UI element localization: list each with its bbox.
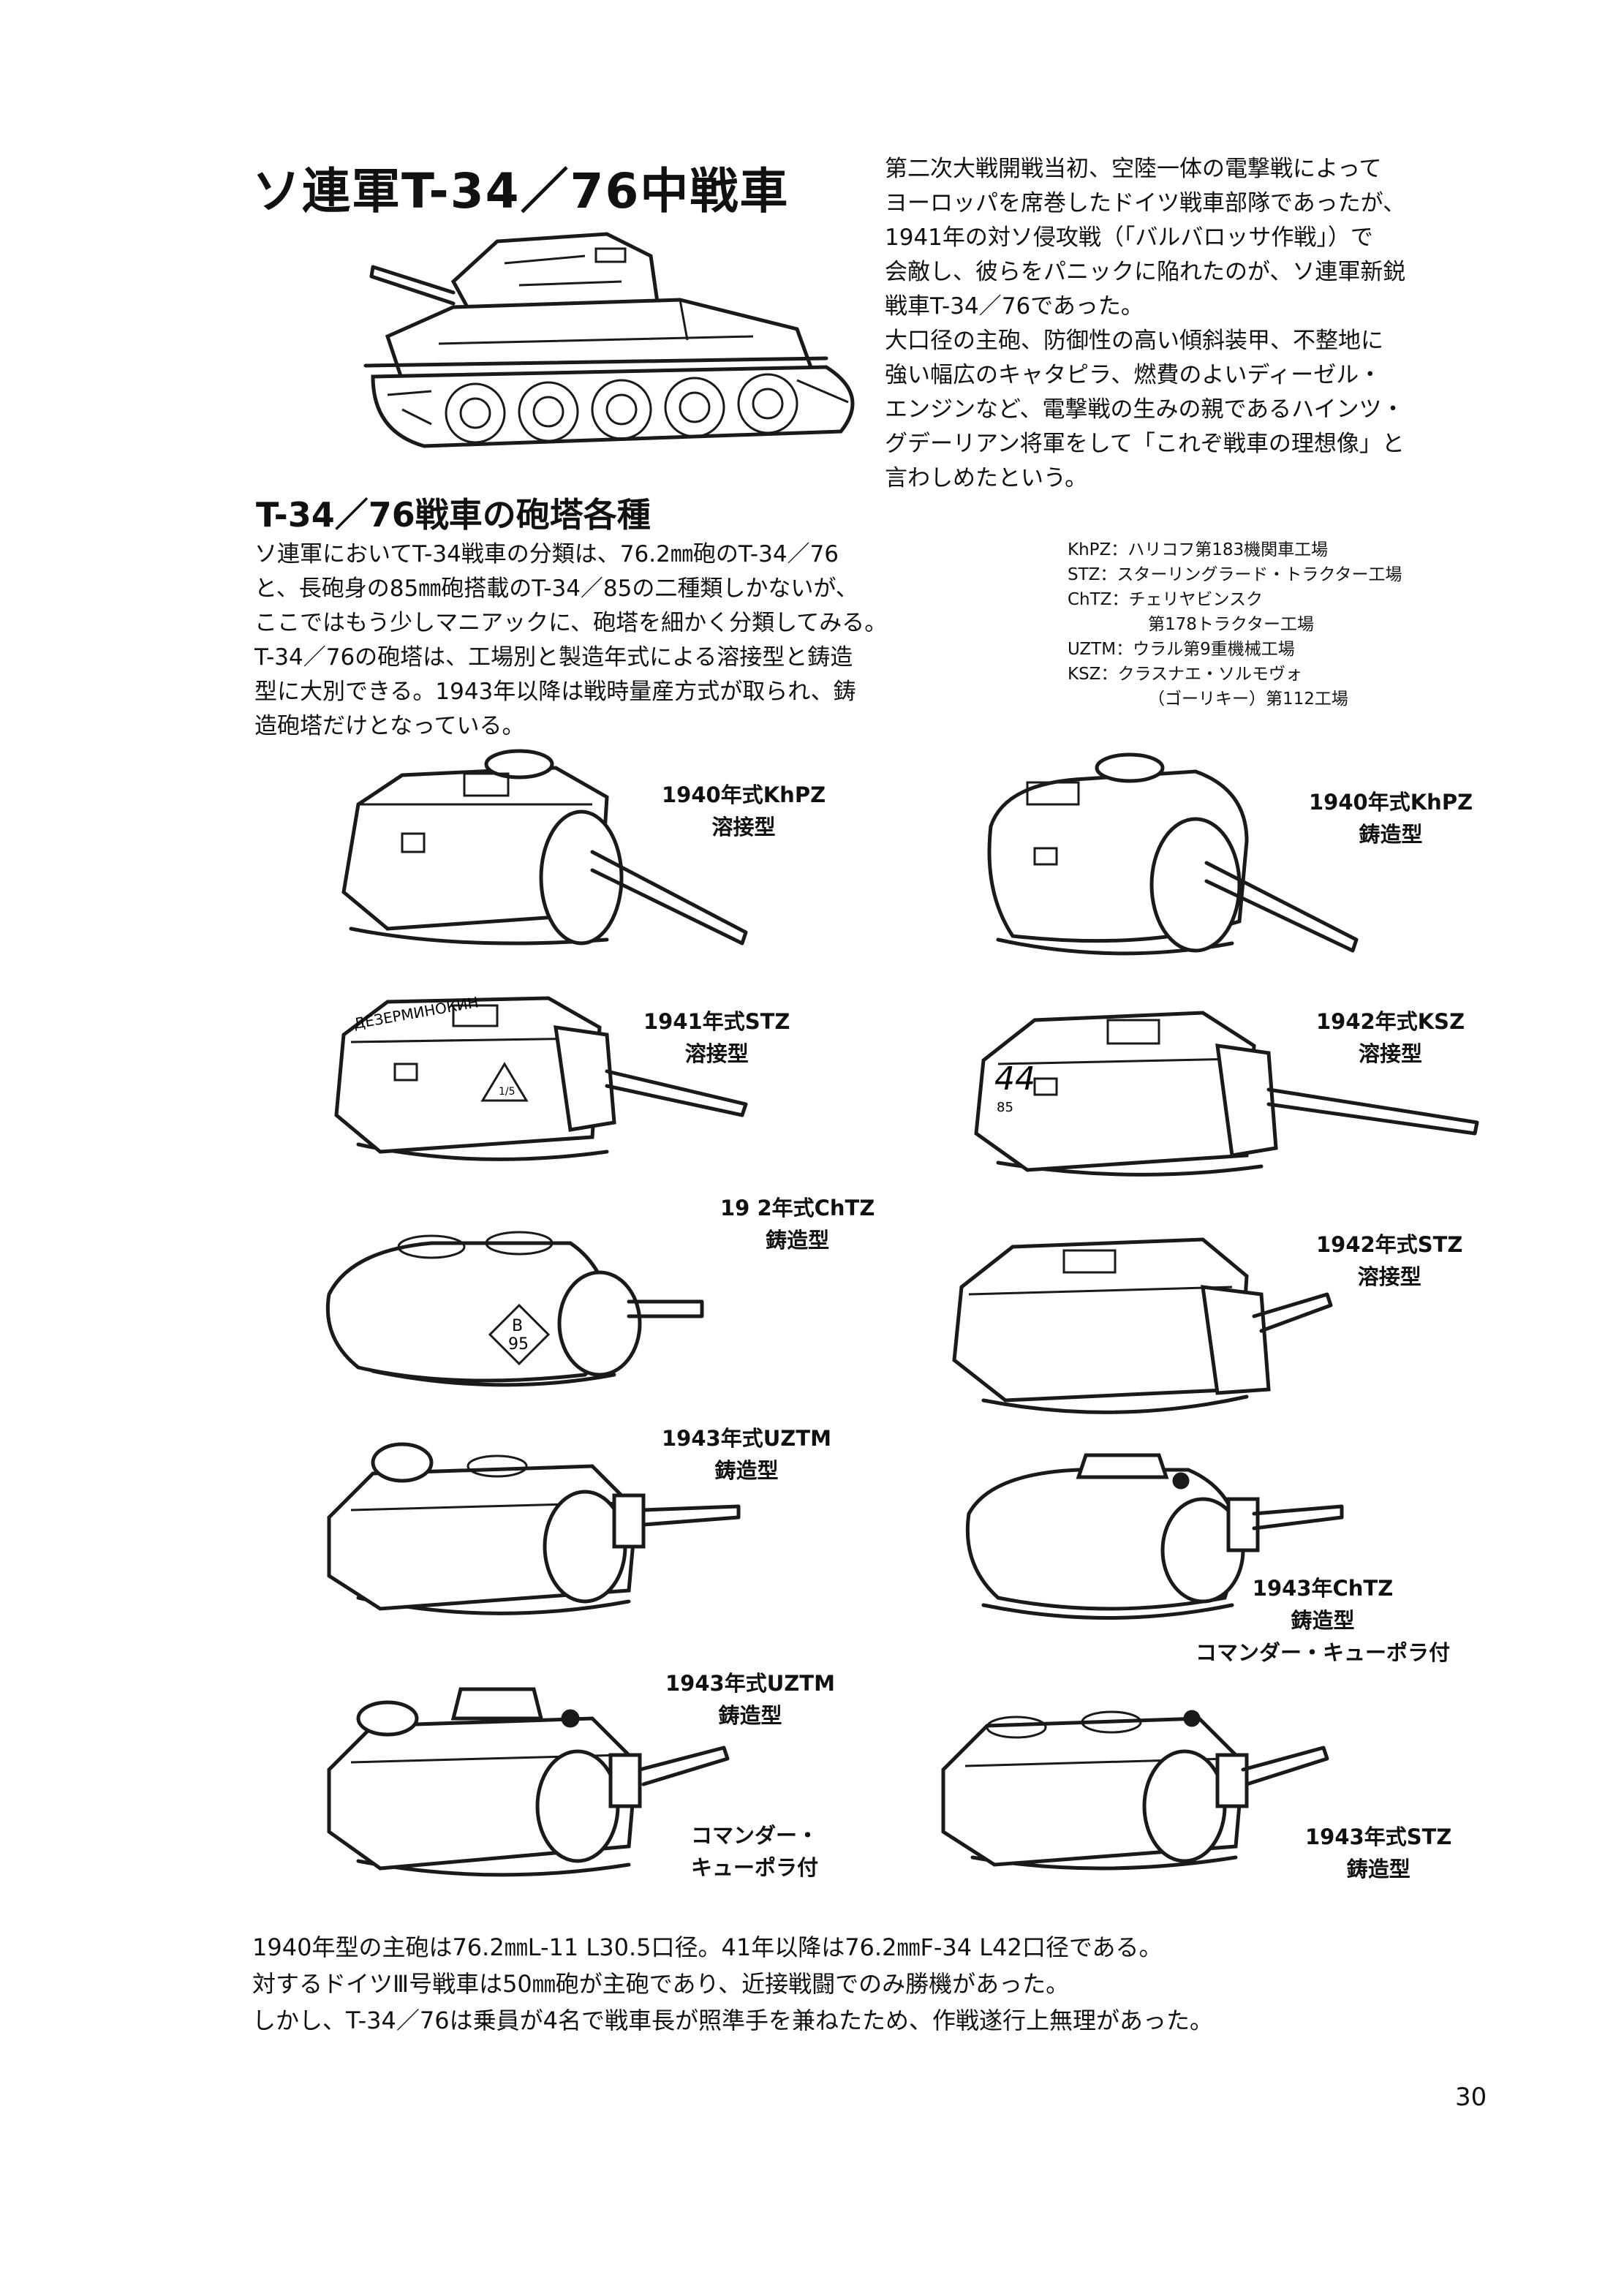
turret-year: 1942年式STZ <box>1316 1232 1463 1257</box>
section-body: ソ連軍においてT-34戦車の分類は、76.2㎜砲のT-34／76 と、長砲身の8… <box>254 537 986 744</box>
turret-1940-khpz-cast-illustration <box>987 752 1359 956</box>
turret-9-caption: 1943年式UZTM 鋳造型 <box>665 1667 835 1732</box>
turret-year: 1943年ChTZ <box>1252 1576 1394 1601</box>
turret-1940-khpz-welded-illustration <box>341 749 748 946</box>
intro-line: ヨーロッパを席巻したドイツ戦車部隊であったが、 <box>885 190 1406 216</box>
turret-extra: コマンダー・キューポラ付 <box>1196 1640 1451 1665</box>
factory-legend: KhPZ：ハリコフ第183機関車工場 STZ：スターリングラード・トラクター工場… <box>1068 537 1402 712</box>
intro-line: 大口径の主砲、防御性の高い傾斜装甲、不整地に <box>885 328 1383 354</box>
turret-extra: コマンダー・ <box>691 1823 819 1848</box>
intro-paragraph: 第二次大戦開戦当初、空陸一体の電撃戦によって ヨーロッパを席巻したドイツ戦車部隊… <box>885 152 1587 496</box>
turret-year: 1940年式KhPZ <box>662 782 826 807</box>
legend-item: （ゴーリキー）第112工場 <box>1148 690 1348 709</box>
turret-8-caption: 1943年ChTZ 鋳造型 コマンダー・キューポラ付 <box>1196 1572 1450 1669</box>
legend-item: 第178トラクター工場 <box>1148 615 1314 634</box>
page-number: 30 <box>1455 2083 1487 2112</box>
turret-year: 19 2年式ChTZ <box>720 1196 875 1220</box>
body-line: 型に大別できる。1943年以降は戦時量産方式が取られ、鋳 <box>254 679 856 705</box>
turret-2-caption: 1940年式KhPZ 鋳造型 <box>1309 786 1473 850</box>
turret-badge-letter: B <box>512 1317 523 1335</box>
intro-line: グデーリアン将軍をして「これぞ戦車の理想像」と <box>885 431 1405 457</box>
turret-year: 1943年式UZTM <box>665 1671 835 1696</box>
turret-5-caption: 19 2年式ChTZ 鋳造型 <box>720 1192 875 1256</box>
turret-1-caption: 1940年式KhPZ 溶接型 <box>662 779 826 843</box>
footnotes: 1940年型の主砲は76.2㎜L-11 L30.5口径。41年以降は76.2㎜F… <box>252 1929 1213 2039</box>
footnote-line: 対するドイツⅢ号戦車は50㎜砲が主砲であり、近接戦闘でのみ勝機があった。 <box>252 1970 1070 1998</box>
turret-type: 溶接型 <box>1359 1041 1423 1066</box>
turret-6-caption: 1942年式STZ 溶接型 <box>1316 1229 1462 1293</box>
turret-1942-chtz-cast-illustration: B 95 <box>325 1231 704 1387</box>
turret-year: 1941年式STZ <box>643 1009 790 1034</box>
turret-type: 鋳造型 <box>1291 1608 1355 1633</box>
footnote-line: 1940年型の主砲は76.2㎜L-11 L30.5口径。41年以降は76.2㎜F… <box>252 1933 1163 1961</box>
turret-subnumber: 85 <box>997 1100 1013 1115</box>
footnote-line: しかし、T-34／76は乗員が4名で戦車長が照準手を兼ねたため、作戦遂行上無理が… <box>252 2007 1213 2034</box>
body-line: と、長砲身の85㎜砲搭載のT-34／85の二種類しかないが、 <box>254 575 858 602</box>
turret-1941-stz-welded-illustration: ДЕЗЕРМИНОКИН 1/5 <box>334 993 748 1161</box>
turret-9-note: コマンダー・ キューポラ付 <box>691 1819 818 1884</box>
intro-line: 言わしめたという。 <box>885 465 1088 491</box>
section-heading: T-34／76戦車の砲塔各種 <box>256 495 651 535</box>
intro-line: 戦車T-34／76であった。 <box>885 293 1144 320</box>
turret-1942-ksz-welded-illustration: 44 85 <box>974 1011 1479 1177</box>
legend-item: ChTZ：チェリヤビンスク <box>1068 590 1263 609</box>
intro-line: 強い幅広のキャタピラ、燃費のよいディーゼル・ <box>885 362 1382 388</box>
turret-badge: 1/5 <box>499 1086 515 1098</box>
turret-type: 溶接型 <box>1357 1264 1421 1289</box>
body-line: ソ連軍においてT-34戦車の分類は、76.2㎜砲のT-34／76 <box>254 541 839 567</box>
turret-type: 溶接型 <box>711 815 776 839</box>
turret-type: 鋳造型 <box>718 1703 782 1728</box>
turret-year: 1940年式KhPZ <box>1309 790 1473 815</box>
intro-line: 会敵し、彼らをパニックに陥れたのが、ソ連軍新鋭 <box>885 259 1406 285</box>
legend-item: STZ：スターリングラード・トラクター工場 <box>1068 565 1402 584</box>
turret-badge-number: 95 <box>508 1335 529 1354</box>
turret-1943-stz-cast-illustration <box>941 1710 1329 1871</box>
intro-line: 第二次大戦開戦当初、空陸一体の電撃戦によって <box>885 156 1382 182</box>
intro-line: 1941年の対ソ侵攻戦（「バルバロッサ作戦」）で <box>885 224 1373 251</box>
turret-type: 鋳造型 <box>1359 822 1423 847</box>
body-line: T-34／76の砲塔は、工場別と製造年式による溶接型と鋳造 <box>254 644 853 671</box>
turret-7-caption: 1943年式UZTM 鋳造型 <box>662 1422 831 1487</box>
turret-year: 1942年式KSZ <box>1316 1009 1465 1034</box>
turret-type: 鋳造型 <box>766 1228 830 1253</box>
turret-extra: キューポラ付 <box>691 1855 819 1880</box>
legend-item: KSZ：クラスナエ・ソルモヴォ <box>1068 665 1302 684</box>
turret-1943-uztm-cupola-illustration <box>327 1687 730 1877</box>
turret-type: 鋳造型 <box>1346 1857 1410 1882</box>
body-line: ここではもう少しマニアックに、砲塔を細かく分類してみる。 <box>254 610 888 636</box>
turret-1942-stz-welded-illustration <box>952 1237 1333 1414</box>
t34-tank-illustration <box>363 232 855 448</box>
turret-year: 1943年式STZ <box>1305 1824 1452 1849</box>
body-line: 造砲塔だけとなっている。 <box>254 713 525 739</box>
intro-line: エンジンなど、電撃戦の生みの親であるハインツ・ <box>885 396 1405 423</box>
turret-3-caption: 1941年式STZ 溶接型 <box>643 1005 790 1070</box>
turret-1943-uztm-cast-illustration <box>327 1442 741 1615</box>
turret-type: 鋳造型 <box>714 1458 779 1483</box>
turret-4-caption: 1942年式KSZ 溶接型 <box>1316 1005 1465 1070</box>
page-title: ソ連軍T-34／76中戦車 <box>252 163 790 219</box>
turret-type: 溶接型 <box>684 1041 749 1066</box>
turret-number: 44 <box>994 1060 1035 1098</box>
legend-item: UZTM：ウラル第9重機械工場 <box>1068 640 1295 659</box>
turret-10-caption: 1943年式STZ 鋳造型 <box>1305 1821 1451 1885</box>
turret-year: 1943年式UZTM <box>662 1426 831 1451</box>
legend-item: KhPZ：ハリコフ第183機関車工場 <box>1068 540 1329 559</box>
turret-1943-chtz-cupola-illustration <box>965 1453 1344 1620</box>
